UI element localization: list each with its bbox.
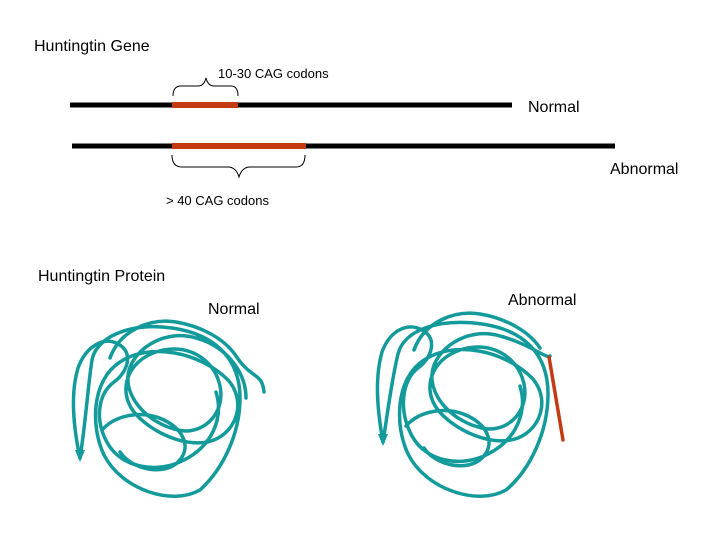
normal-cag-range-label: 10-30 CAG codons — [218, 66, 329, 81]
normal-gene-label: Normal — [528, 99, 580, 116]
abnormal-cag-range-label: > 40 CAG codons — [166, 193, 269, 208]
normal-protein-label: Normal — [208, 301, 260, 318]
gene-title: Huntingtin Gene — [34, 38, 150, 55]
normal-protein-terminus — [75, 450, 85, 462]
abnormal-protein-coil — [375, 311, 552, 498]
abnormal-protein-label: Abnormal — [508, 292, 577, 309]
abnormal-protein-terminus — [378, 434, 388, 446]
normal-protein-coil — [71, 319, 266, 498]
protein-title: Huntingtin Protein — [38, 268, 166, 285]
normal-cag-brace — [172, 77, 239, 97]
abnormal-cag-brace — [171, 154, 306, 179]
abnormal-gene-label: Abnormal — [610, 161, 679, 178]
polyglutamine-tail — [547, 355, 565, 442]
